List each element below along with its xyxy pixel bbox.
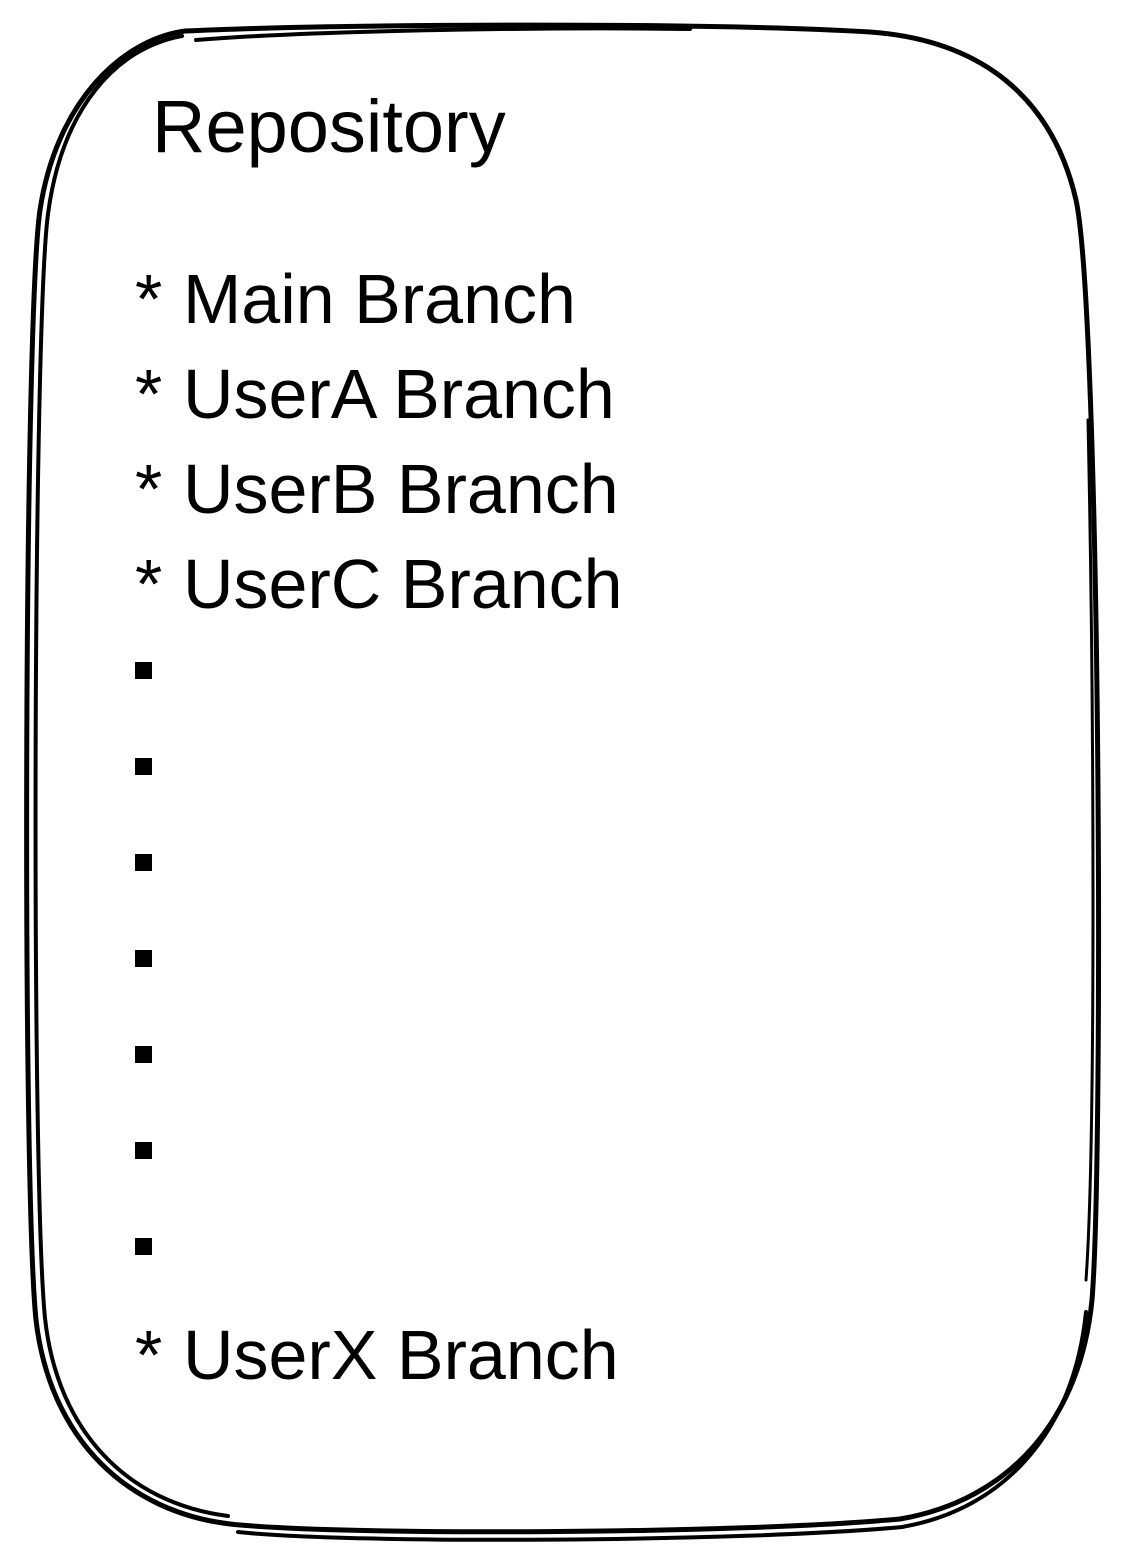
page-title: Repository (152, 85, 506, 168)
branch-label: UserC Branch (183, 545, 623, 623)
branch-bullet-icon: * (135, 545, 163, 623)
branch-bullet-icon: * (135, 1316, 163, 1394)
ellipsis-dot-icon (135, 758, 152, 775)
branch-bullet-icon: * (135, 450, 163, 528)
ellipsis-dot-icon (135, 1142, 152, 1159)
list-item[interactable]: * UserC Branch (135, 537, 995, 632)
ellipsis-dot-icon (135, 1046, 152, 1063)
branch-bullet-icon: * (135, 355, 163, 433)
ellipsis-dot-icon (135, 662, 152, 679)
list-item[interactable]: * UserB Branch (135, 442, 995, 537)
branch-label: UserX Branch (183, 1316, 619, 1394)
branch-list: * Main Branch * UserA Branch * UserB Bra… (135, 252, 995, 632)
list-item[interactable]: * UserA Branch (135, 347, 995, 442)
list-item[interactable]: * UserX Branch (135, 1308, 995, 1403)
ellipsis-dot-icon (135, 1238, 152, 1255)
list-item[interactable]: * Main Branch (135, 252, 995, 347)
ellipsis-dot-icon (135, 854, 152, 871)
branch-label: UserA Branch (183, 355, 615, 433)
branch-label: Main Branch (183, 260, 576, 338)
branch-bullet-icon: * (135, 260, 163, 338)
ellipsis-dot-icon (135, 950, 152, 967)
vertical-ellipsis (135, 662, 152, 1334)
branch-label: UserB Branch (183, 450, 619, 528)
